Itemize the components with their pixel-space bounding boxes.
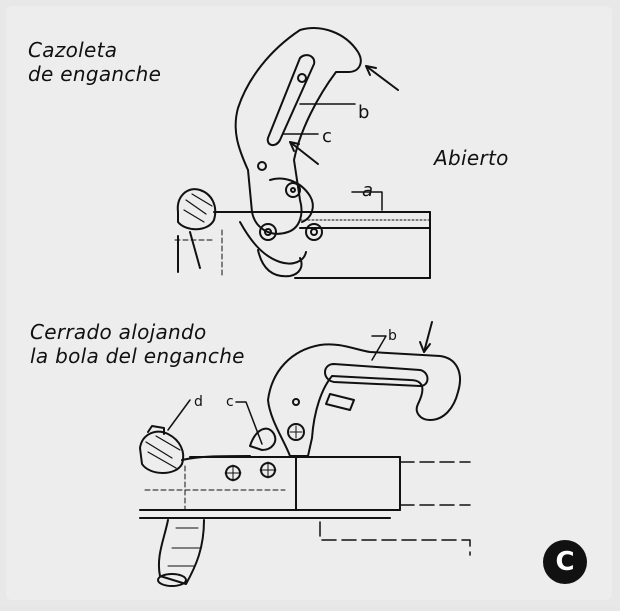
leader-b-bottom [371, 335, 387, 361]
leader-c-bottom [235, 401, 263, 445]
lever-open [234, 27, 362, 235]
label-a: a [362, 180, 373, 201]
lever-slot-closed [324, 363, 429, 387]
lever-slot-open [266, 54, 316, 146]
grip-knob-closed [139, 430, 185, 474]
figure-panel [6, 6, 612, 600]
leader-a [351, 191, 383, 211]
caption-top-line2: de enganche [28, 62, 162, 86]
caption-bottom-line2: la bola del enganche [30, 344, 245, 368]
leader-d [167, 399, 191, 431]
label-b-bottom: b [388, 328, 397, 344]
hose-pipe [158, 519, 205, 585]
lever-closed [267, 343, 461, 457]
force-arrow-top-2 [289, 141, 319, 165]
coupling-open-assembly [174, 27, 431, 279]
force-arrow-bottom [423, 321, 433, 353]
force-arrow-top-1 [365, 65, 399, 91]
label-d: d [194, 394, 203, 410]
caption-bottom-line1: Cerrado alojando [30, 320, 207, 344]
caption-state-open: Abierto [434, 146, 509, 170]
grip-knob-open [176, 188, 217, 231]
label-c-top: c [322, 126, 332, 147]
figure-badge: C [543, 540, 587, 584]
coupling-closed-assembly [139, 343, 471, 587]
label-b-top: b [358, 102, 369, 123]
label-c-bottom: c [226, 394, 234, 410]
caption-top-line1: Cazoleta [28, 38, 118, 62]
